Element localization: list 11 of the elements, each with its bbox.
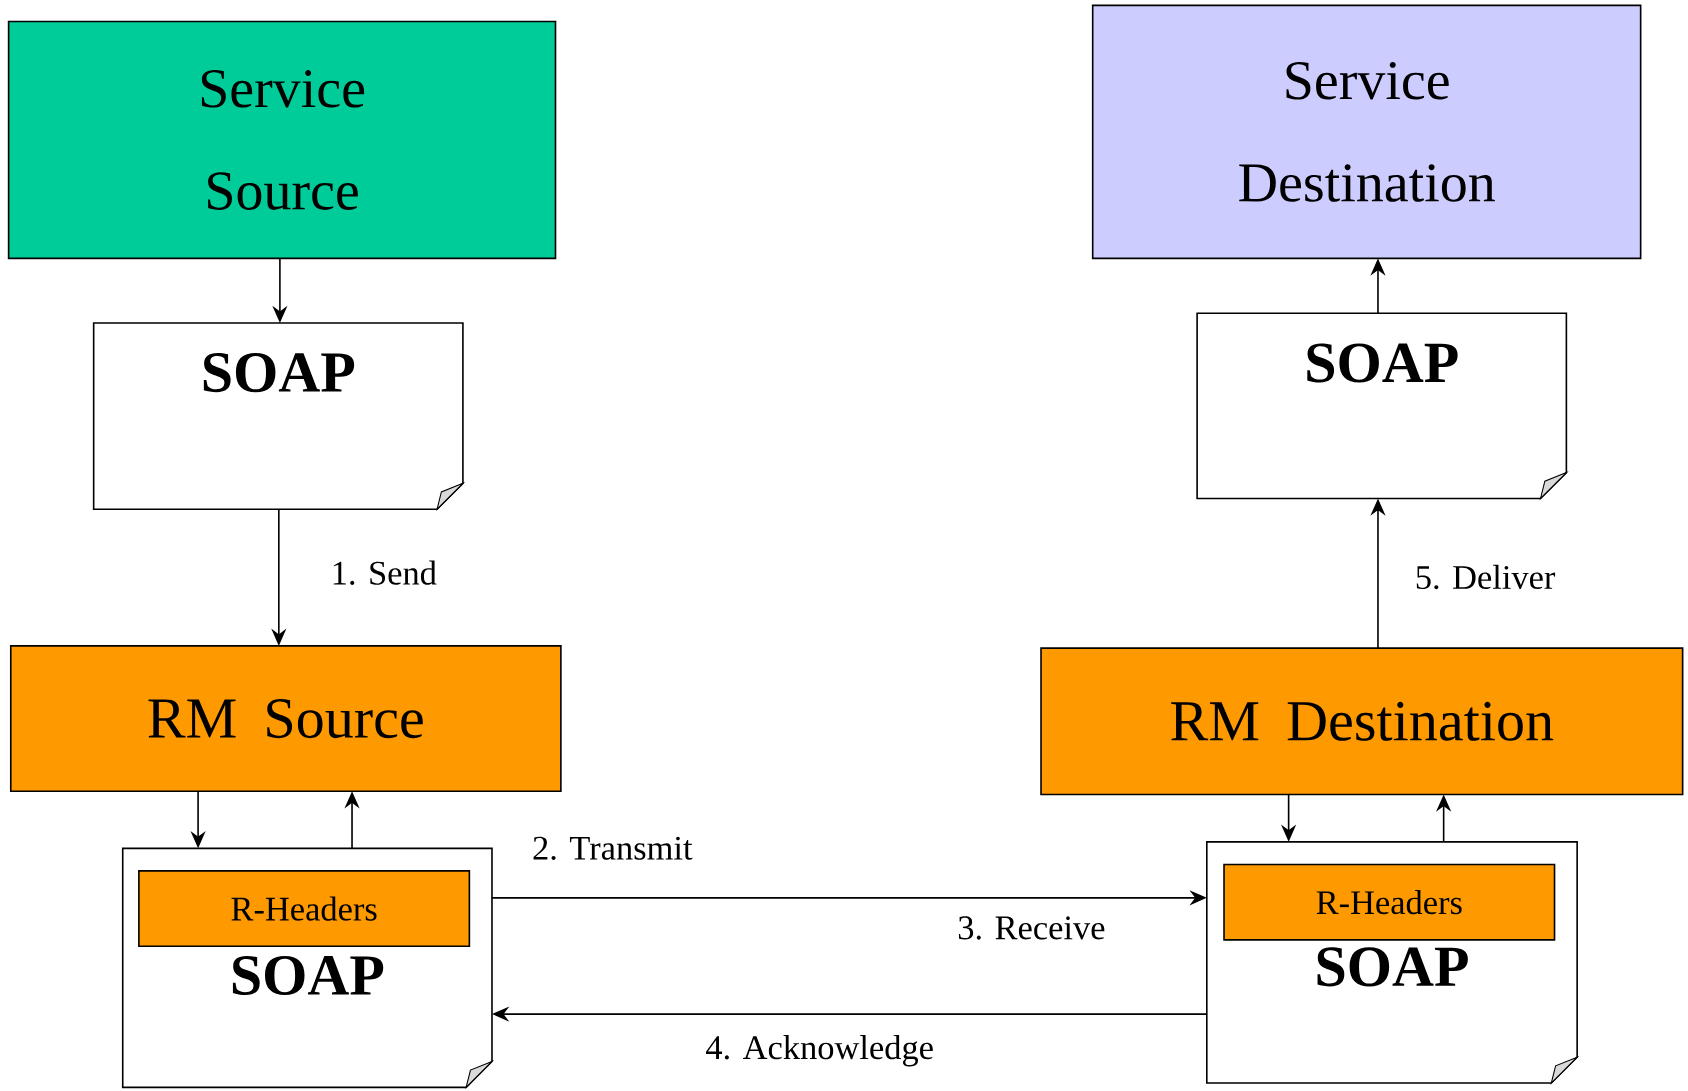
- step-label: 3. Receive: [955, 914, 1108, 942]
- edge-label: 4. Acknowledge: [703, 1033, 937, 1069]
- process-box: Service Destination: [1091, 4, 1642, 260]
- process-box: Service Source: [7, 20, 557, 260]
- edge-label: 2. Transmit: [529, 834, 695, 863]
- process-box: RM Source: [9, 645, 562, 793]
- process-box: R-Headers: [138, 870, 471, 948]
- process-box: RM Destination: [1040, 647, 1684, 796]
- edge-label: 5. Deliver: [1412, 562, 1558, 592]
- process-box: R-Headers: [1223, 863, 1556, 941]
- edge-label: 1. Send: [328, 558, 440, 588]
